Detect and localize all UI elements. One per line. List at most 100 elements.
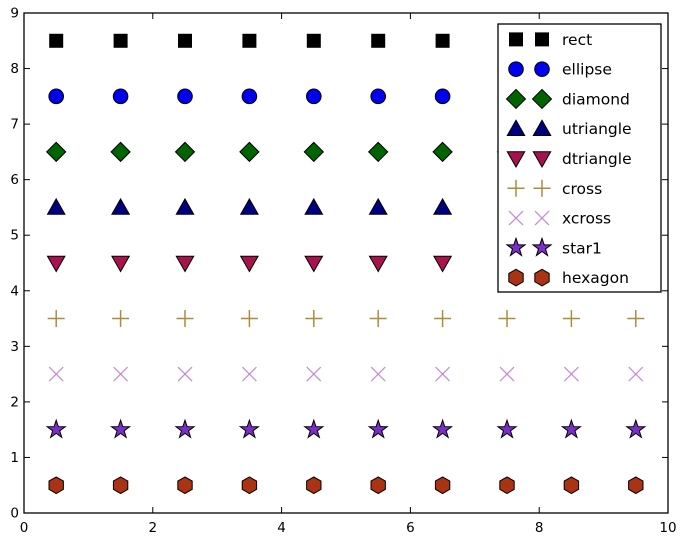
marker-xcross [306,366,322,382]
marker-ellipse [370,88,387,105]
marker-diamond [303,141,325,163]
legend-label-star1: star1 [562,239,602,257]
x-tick-label: 2 [149,520,158,536]
legend-label-xcross: xcross [562,210,611,228]
marker-xcross [534,210,550,226]
marker-hexagon [434,476,451,495]
marker-ellipse [534,61,550,77]
marker-rect [535,32,549,47]
y-tick-label: 1 [10,450,19,466]
y-tick-label: 9 [10,6,19,22]
marker-utriangle [175,197,195,215]
marker-star1 [45,418,67,439]
marker-star1 [496,418,518,439]
y-tick-label: 6 [10,172,19,188]
marker-xcross [563,366,579,382]
marker-dtriangle [433,255,453,273]
marker-xcross [628,366,644,382]
y-tick-label: 2 [10,394,19,410]
marker-cross [533,179,551,197]
legend-label-utriangle: utriangle [562,120,632,138]
legend-label-dtriangle: dtriangle [562,150,632,168]
marker-cross [176,310,194,328]
marker-ellipse [508,61,524,77]
marker-hexagon [499,476,515,495]
marker-utriangle [111,197,131,215]
marker-dtriangle [506,151,526,169]
series-cross [47,310,645,328]
marker-rect [49,33,64,48]
legend-entry-dtriangle: dtriangle [506,150,632,169]
x-tick-label: 10 [659,520,676,536]
marker-cross [507,179,525,197]
marker-utriangle [506,119,526,137]
x-tick-label: 4 [277,520,286,536]
y-tick-label: 5 [10,228,19,244]
marker-xcross [508,210,524,226]
marker-cross [112,310,130,328]
marker-dtriangle [175,255,195,273]
series-hexagon [48,476,644,495]
marker-dtriangle [111,255,131,273]
legend-label-rect: rect [562,31,592,49]
marker-ellipse [177,88,193,105]
marker-hexagon [112,476,129,495]
marker-ellipse [306,88,322,105]
marker-rect [242,33,257,48]
marker-xcross [177,366,193,382]
marker-star1 [367,418,389,439]
legend-label-hexagon: hexagon [562,269,629,287]
marker-xcross [241,366,257,382]
marker-dtriangle [46,255,66,273]
marker-cross [434,310,452,328]
marker-rect [306,33,321,48]
marker-diamond [531,88,553,110]
marker-star1 [560,418,582,439]
marker-dtriangle [368,255,388,273]
marker-utriangle [532,119,552,137]
marker-hexagon [48,476,64,495]
marker-rect [509,32,523,47]
marker-xcross [370,366,386,382]
marker-hexagon [306,476,322,495]
marker-ellipse [112,88,129,105]
marker-hexagon [241,476,258,495]
marker-diamond [174,141,196,163]
series-xcross [48,366,644,382]
marker-xcross [48,366,64,382]
marker-dtriangle [239,255,259,273]
marker-utriangle [433,197,453,215]
marker-cross [562,310,580,328]
marker-hexagon [628,476,644,495]
marker-rect [113,33,128,48]
x-tick-label: 8 [535,520,544,536]
marker-star1 [432,418,454,439]
marker-diamond [239,141,260,163]
marker-xcross [499,366,515,382]
marker-star1 [238,418,260,439]
x-tick-label: 6 [406,520,415,536]
legend-entry-rect: rect [509,31,592,49]
marker-ellipse [48,88,65,105]
marker-hexagon [508,268,524,287]
marker-cross [498,310,516,328]
legend-label-diamond: diamond [562,90,630,108]
legend-entry-diamond: diamond [505,88,630,110]
legend-label-ellipse: ellipse [562,61,612,79]
marker-star1 [531,236,553,257]
legend-label-cross: cross [562,180,602,198]
legend-entry-utriangle: utriangle [506,119,632,138]
marker-rect [371,33,386,48]
marker-utriangle [304,197,324,215]
y-tick-label: 0 [10,506,19,522]
marker-rect [178,33,192,48]
legend-entry-xcross: xcross [508,210,611,228]
y-tick-label: 4 [10,283,19,299]
y-tick-label: 3 [10,339,19,355]
marker-hexagon [563,476,580,495]
marker-xcross [113,366,129,382]
marker-xcross [435,366,451,382]
